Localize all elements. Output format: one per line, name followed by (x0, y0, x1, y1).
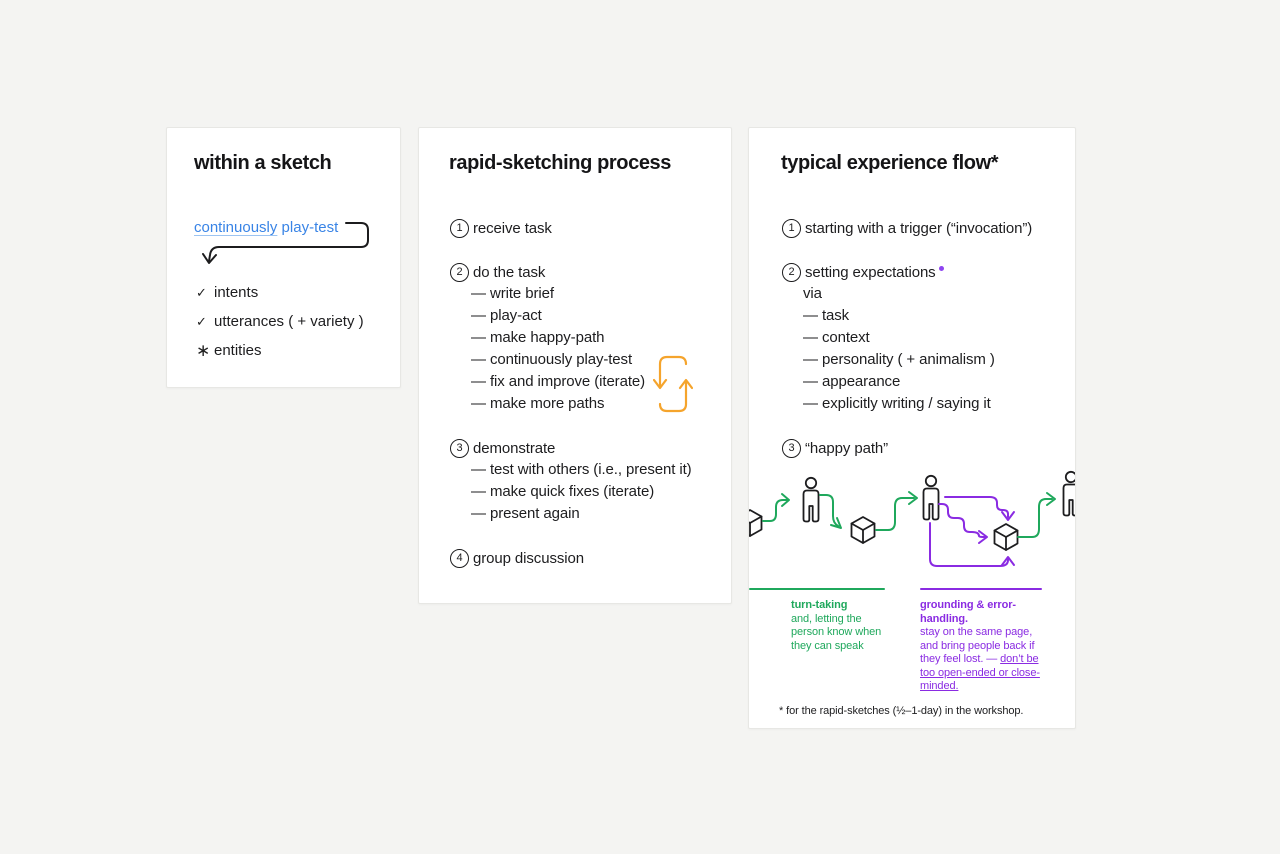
step-section: 2 do the task — write brief — play-act —… (450, 261, 692, 415)
step-row: 2 setting expectations (782, 261, 1032, 283)
card-typical-experience-flow: typical experience flow* 1 starting with… (748, 127, 1076, 729)
green-divider-line (749, 588, 885, 590)
green-arrow-icon (819, 494, 842, 529)
step-label: group discussion (473, 549, 584, 567)
purple-wavy-arrow-icon (938, 503, 988, 544)
footnote: * for the rapid-sketches (½–1-day) in th… (779, 705, 1024, 717)
cube-icon (850, 516, 876, 544)
check-icon: ✓ (196, 313, 207, 329)
step-number-badge: 4 (450, 548, 469, 568)
step-label: setting expectations (805, 263, 936, 281)
step-number-badge: 1 (782, 218, 801, 238)
cube-icon (993, 523, 1019, 551)
note-body: and, letting the person know when they c… (791, 612, 882, 652)
step-label: receive task (473, 219, 552, 237)
substep-label: — write brief (471, 285, 554, 302)
substep-label: — continuously play-test (471, 351, 633, 368)
purple-annotation-dot (938, 265, 944, 271)
substep-label: — fix and improve (iterate) (471, 373, 646, 390)
step-label: do the task (473, 263, 546, 281)
substep-label: — appearance (803, 373, 901, 390)
substep-label: — make happy-path (471, 329, 605, 346)
step-row: 4 group discussion (450, 547, 692, 569)
page-title: within a sketch (194, 152, 332, 174)
note-body: stay on the same page, and bring people … (920, 626, 1051, 694)
check-icon: ✓ (196, 284, 207, 300)
step-number-badge: 3 (450, 438, 469, 458)
link-rest-part[interactable]: play-test (277, 219, 339, 236)
purple-arrow-icon (929, 522, 1015, 567)
item-label: utterances ( + variety ) (214, 313, 364, 330)
flow-arrow-icon (202, 222, 369, 264)
step-section: 2 setting expectations via — task — cont… (782, 261, 1032, 415)
substep-label: — present again (471, 505, 580, 522)
substep-label: — context (803, 329, 870, 346)
link-underlined-part[interactable]: continuously (194, 219, 278, 236)
experience-steps: 1 starting with a trigger (“invocation”)… (782, 217, 1032, 459)
substep-label: — make quick fixes (iterate) (471, 483, 655, 500)
person-icon (1062, 470, 1075, 517)
experience-flow-diagram (749, 470, 1075, 567)
person-icon (802, 476, 820, 523)
substep-label: — explicitly writing / saying it (803, 395, 991, 412)
step-section: 3 “happy path” (782, 437, 1032, 459)
purple-divider-line (920, 588, 1042, 590)
page-title: typical experience flow* (781, 152, 999, 174)
process-steps: 1 receive task 2 do the task — write bri… (450, 217, 692, 569)
step-label: “happy path” (805, 439, 889, 457)
substep-label: via (803, 285, 822, 302)
substep-label: — play-act (471, 307, 542, 324)
note-underlined-text[interactable]: don’t be too open-ended or close-minded. (920, 653, 1040, 692)
card-within-a-sketch: within a sketch continuously play-test ✓… (166, 127, 401, 388)
asterisk-icon: ∗ (196, 341, 211, 360)
continuously-play-test-link[interactable]: continuously play-test (194, 219, 338, 236)
sketch-item-list: ✓ intents ✓ utterances ( + variety ) ∗ e… (196, 278, 364, 365)
step-number-badge: 3 (782, 438, 801, 458)
card-rapid-sketching-process: rapid-sketching process 1 receive task 2… (418, 127, 732, 604)
step-section: 1 starting with a trigger (“invocation”) (782, 217, 1032, 239)
item-label: intents (214, 284, 259, 301)
step-section: 3 demonstrate — test with others (i.e., … (450, 437, 692, 525)
step-number-badge: 2 (450, 262, 469, 282)
item-label: entities (214, 342, 262, 359)
note-title: turn-taking (791, 599, 848, 611)
list-item: ✓ utterances ( + variety ) (196, 307, 364, 336)
step-row: 1 starting with a trigger (“invocation”) (782, 217, 1032, 239)
cube-icon (749, 509, 763, 537)
step-row: 3 “happy path” (782, 437, 1032, 459)
step-row: 2 do the task (450, 261, 692, 283)
note-body-text: stay on the same page, and bring people … (920, 626, 1035, 665)
person-icon (922, 474, 940, 521)
substep-label: — make more paths (471, 395, 605, 412)
step-number-badge: 2 (782, 262, 801, 282)
step-number-badge: 1 (450, 218, 469, 238)
grounding-note: grounding & error-handling. stay on the … (920, 599, 1051, 694)
step-section: 4 group discussion (450, 547, 692, 569)
note-title: grounding & error-handling. (920, 599, 1016, 625)
purple-arrow-icon (944, 496, 1015, 521)
substep-label: — personality ( + animalism ) (803, 351, 995, 368)
green-arrow-icon (762, 493, 790, 522)
page-title: rapid-sketching process (449, 152, 671, 174)
substep-label: — test with others (i.e., present it) (471, 461, 692, 478)
list-item: ✓ intents (196, 278, 364, 307)
step-label: demonstrate (473, 439, 556, 457)
turn-taking-note: turn-taking and, letting the person know… (791, 599, 895, 653)
step-row: 3 demonstrate (450, 437, 692, 459)
iterate-loop-icon (653, 355, 693, 413)
step-row: 1 receive task (450, 217, 692, 239)
step-section: 1 receive task (450, 217, 692, 239)
green-arrow-icon (875, 491, 918, 531)
substep-label: — task (803, 307, 850, 324)
green-arrow-icon (1017, 492, 1056, 538)
step-label: starting with a trigger (“invocation”) (805, 219, 1033, 237)
list-item: ∗ entities (196, 336, 364, 365)
